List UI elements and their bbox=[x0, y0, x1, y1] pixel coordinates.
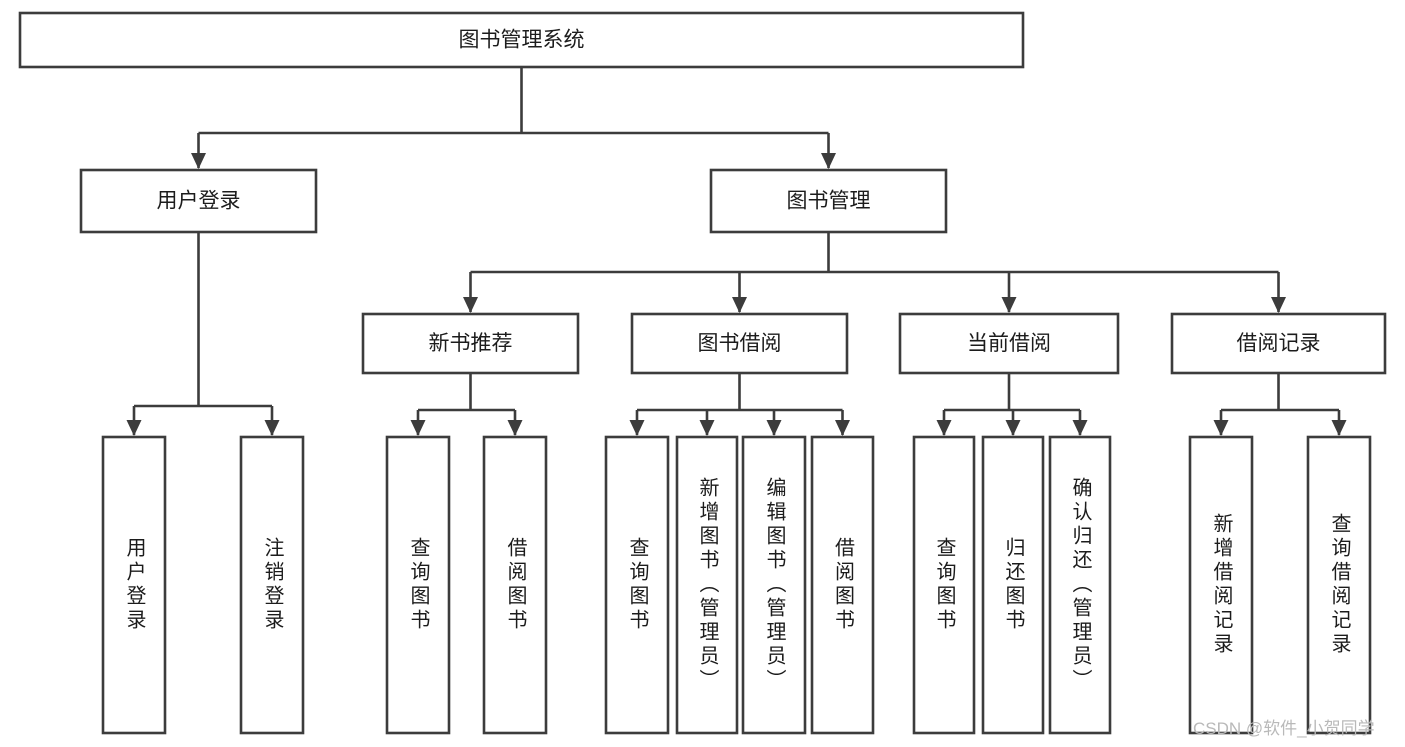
node-box-leaf-query-book-current[interactable] bbox=[912, 435, 976, 735]
node-label-user-login: 用户登录 bbox=[157, 190, 241, 213]
arrow-head-icon bbox=[1072, 420, 1088, 436]
arrow-head-icon bbox=[1005, 420, 1021, 436]
arrow-head-icon bbox=[936, 420, 952, 436]
node-box-new-book-recommend[interactable] bbox=[361, 312, 580, 375]
node-label-root: 图书管理系统 bbox=[459, 29, 585, 52]
box-layer bbox=[18, 11, 1387, 735]
node-box-leaf-user-login[interactable] bbox=[101, 435, 167, 735]
node-box-book-manage[interactable] bbox=[709, 168, 948, 234]
node-box-leaf-edit-book[interactable] bbox=[741, 435, 807, 735]
node-box-root[interactable] bbox=[18, 11, 1025, 69]
node-box-leaf-add-book[interactable] bbox=[675, 435, 739, 735]
node-box-leaf-return-book[interactable] bbox=[981, 435, 1045, 735]
node-box-user-login[interactable] bbox=[79, 168, 318, 234]
node-label-borrow-record: 借阅记录 bbox=[1237, 332, 1321, 355]
node-box-leaf-confirm-return[interactable] bbox=[1048, 435, 1112, 735]
node-box-leaf-borrow-book-recommend[interactable] bbox=[482, 435, 548, 735]
arrow-head-icon bbox=[629, 420, 645, 436]
arrow-head-icon bbox=[835, 420, 850, 436]
arrow-head-icon bbox=[463, 297, 478, 313]
node-box-leaf-borrow-book[interactable] bbox=[810, 435, 875, 735]
arrow-head-icon bbox=[766, 420, 782, 436]
node-box-leaf-query-book-recommend[interactable] bbox=[385, 435, 451, 735]
node-label-book-manage: 图书管理 bbox=[787, 190, 871, 213]
arrow-head-icon bbox=[1001, 297, 1017, 313]
node-box-leaf-query-borrow-record[interactable] bbox=[1306, 435, 1372, 735]
connector-layer bbox=[126, 67, 1347, 436]
arrow-head-icon bbox=[264, 420, 280, 436]
arrow-head-icon bbox=[821, 153, 836, 169]
node-label-new-book-recommend: 新书推荐 bbox=[429, 332, 513, 355]
arrow-head-icon bbox=[1271, 297, 1286, 313]
arrow-head-icon bbox=[732, 297, 747, 313]
node-box-leaf-query-book[interactable] bbox=[604, 435, 670, 735]
arrow-head-icon bbox=[410, 420, 426, 436]
csdn-watermark: CSDN @软件_小贺同学 bbox=[1193, 719, 1375, 738]
arrow-head-icon bbox=[1331, 420, 1347, 436]
arrow-head-icon bbox=[699, 420, 715, 436]
node-label-book-borrow: 图书借阅 bbox=[698, 332, 782, 355]
node-box-leaf-add-borrow-record[interactable] bbox=[1188, 435, 1254, 735]
node-box-current-borrow[interactable] bbox=[898, 312, 1120, 375]
node-label-current-borrow: 当前借阅 bbox=[967, 332, 1051, 355]
node-box-leaf-user-logout[interactable] bbox=[239, 435, 305, 735]
arrow-head-icon bbox=[1213, 420, 1229, 436]
arrow-head-icon bbox=[191, 153, 206, 169]
arrow-head-icon bbox=[126, 420, 142, 436]
arrow-head-icon bbox=[507, 420, 523, 436]
node-box-borrow-record[interactable] bbox=[1170, 312, 1387, 375]
node-box-book-borrow[interactable] bbox=[630, 312, 849, 375]
